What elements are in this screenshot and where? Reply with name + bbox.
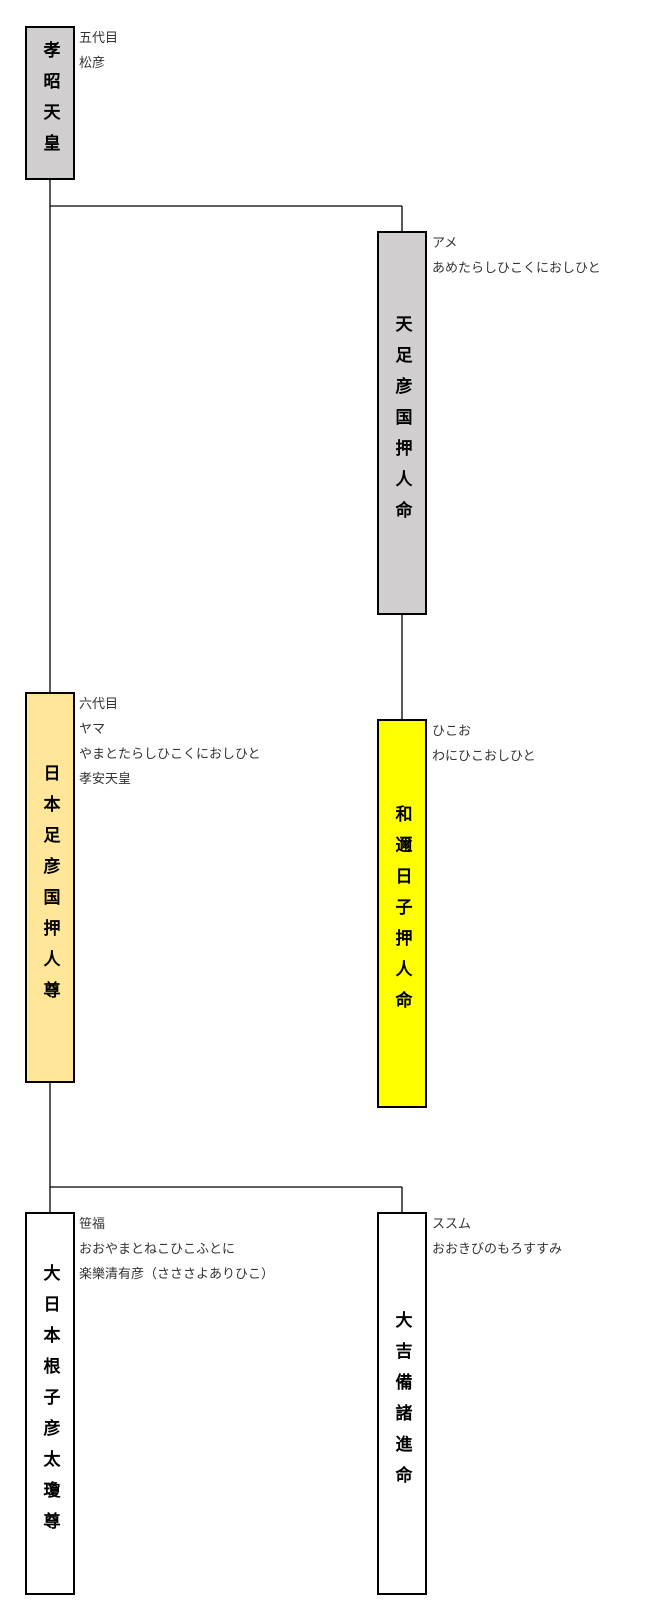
note-reading: やまとたらしひこくにおしひと [79, 747, 261, 762]
person-notes-kibi: ススム おおきびのもろすすみ [432, 1212, 562, 1262]
person-name-onekohiko: 大日本根子彦太瓊尊 [39, 1264, 60, 1543]
note-reading: あめたらしひこくにおしひと [432, 261, 601, 276]
note-alias: ススム [432, 1217, 472, 1232]
person-box-wani: 和邇日子押人命 [377, 719, 427, 1108]
note-other-name: 楽樂清有彦（さささよありひこ） [79, 1267, 275, 1282]
person-name-kosho: 孝昭天皇 [39, 41, 60, 165]
note-generation: 六代目 [79, 697, 119, 712]
note-alias: ヤマ [79, 722, 106, 737]
person-notes-wani: ひこお わにひこおしひと [432, 719, 536, 769]
note-alias: ひこお [432, 724, 472, 739]
person-box-kibi: 大吉備諸進命 [377, 1212, 427, 1595]
note-reading: わにひこおしひと [432, 749, 536, 764]
person-name-kibi: 大吉備諸進命 [391, 1310, 412, 1497]
person-notes-yamato: 六代目 ヤマ やまとたらしひこくにおしひと 孝安天皇 [79, 692, 261, 792]
note-reading: おおきびのもろすすみ [432, 1242, 563, 1257]
person-box-yamato: 日本足彦国押人尊 [25, 692, 75, 1083]
note-title: 孝安天皇 [79, 772, 132, 787]
note-alias: 笹福 [79, 1217, 106, 1232]
person-box-onekohiko: 大日本根子彦太瓊尊 [25, 1212, 75, 1595]
person-name-amatarashi: 天足彦国押人命 [391, 314, 412, 532]
person-box-kosho: 孝昭天皇 [25, 26, 75, 180]
person-name-yamato: 日本足彦国押人尊 [39, 763, 60, 1012]
person-box-amatarashi: 天足彦国押人命 [377, 231, 427, 615]
note-alias: 松彦 [79, 56, 106, 71]
person-name-wani: 和邇日子押人命 [391, 805, 412, 1022]
note-reading: おおやまとねこひこふとに [79, 1242, 236, 1257]
person-notes-kosho: 五代目 松彦 [79, 26, 118, 76]
note-generation: 五代目 [79, 31, 119, 46]
person-notes-amatarashi: アメ あめたらしひこくにおしひと [432, 231, 601, 281]
note-alias: アメ [432, 236, 458, 251]
person-notes-onekohiko: 笹福 おおやまとねこひこふとに 楽樂清有彦（さささよありひこ） [79, 1212, 274, 1287]
